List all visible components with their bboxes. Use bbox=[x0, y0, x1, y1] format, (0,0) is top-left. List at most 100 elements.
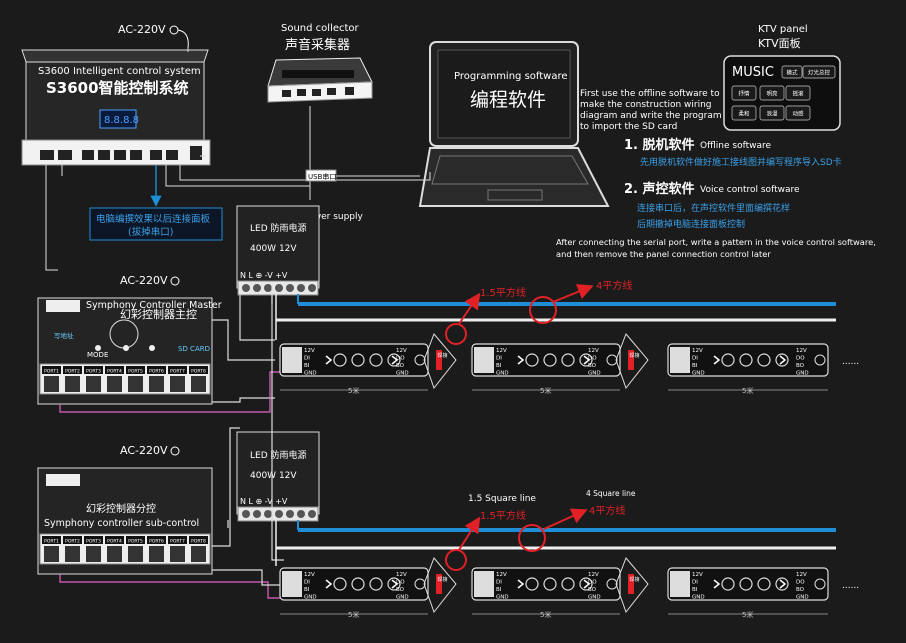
offline-intro-2: make the construction wiring bbox=[580, 100, 712, 110]
ktv-button[interactable] bbox=[785, 105, 811, 121]
strip-pin-out: BO bbox=[396, 363, 405, 369]
s3600-ports bbox=[40, 146, 202, 160]
strip-continues: ...... bbox=[842, 357, 859, 367]
signal-wires bbox=[59, 285, 284, 599]
port-label: PORT5 bbox=[128, 369, 143, 375]
strip-pin-out: 12V bbox=[588, 348, 599, 354]
s3600-ac-label: AC-220V bbox=[118, 23, 166, 36]
led-dot bbox=[387, 353, 401, 367]
ktv-title-cn: KTV面板 bbox=[758, 36, 801, 50]
psu-lower: LED 防雨电源 400W 12V N L ⊕ -V +V bbox=[236, 431, 320, 522]
ktv-button-label: 动感 bbox=[792, 110, 804, 118]
svg-text:8.8.8.8: 8.8.8.8 bbox=[104, 115, 139, 126]
ktv-button[interactable] bbox=[802, 65, 836, 79]
led-strip-row-upper: 12VDIBIGND12VDOBOGND5米焊接12VDIBIGND12VDOB… bbox=[279, 333, 859, 395]
port-connector bbox=[170, 376, 185, 392]
strip-pin-out: GND bbox=[796, 595, 809, 601]
led-strip-segment bbox=[279, 343, 429, 377]
port-tab bbox=[105, 366, 124, 374]
ktv-button-label: 柔和 bbox=[738, 110, 749, 118]
joint-marker bbox=[628, 350, 634, 370]
psu-upper-terminals: N L ⊕ -V +V bbox=[240, 271, 288, 280]
s3600-title-en: S3600 Intelligent control system bbox=[38, 66, 201, 77]
led-dot bbox=[579, 353, 593, 367]
led-dot bbox=[721, 577, 735, 591]
port-connector bbox=[128, 546, 143, 562]
strip-pin-in: DI bbox=[692, 580, 698, 586]
led-strip-segment bbox=[471, 567, 621, 601]
led-dot bbox=[351, 577, 365, 591]
ktv-button-label: 模式 bbox=[786, 69, 798, 77]
port-label: PORT6 bbox=[149, 539, 164, 545]
ktv-button[interactable] bbox=[785, 85, 811, 101]
led-strip-segment bbox=[471, 343, 621, 377]
ktv-button[interactable] bbox=[731, 85, 757, 101]
strip-length: 5米 bbox=[348, 610, 359, 619]
led-dot bbox=[579, 577, 593, 591]
strip-pin-in: 12V bbox=[496, 572, 507, 578]
strip-pin-in: GND bbox=[692, 595, 705, 601]
port-connector bbox=[86, 546, 101, 562]
upper-wire4-label: 4平方线 bbox=[596, 279, 632, 292]
port-label: PORT6 bbox=[149, 369, 164, 375]
port-connector bbox=[149, 546, 164, 562]
strip-length: 5米 bbox=[742, 610, 753, 619]
ktv-button[interactable] bbox=[781, 65, 803, 79]
ktv-music-label: MUSIC bbox=[732, 65, 774, 80]
strip-joint bbox=[423, 557, 457, 614]
strip-pin-in: BI bbox=[692, 587, 698, 593]
led-dot bbox=[775, 353, 789, 367]
offline-desc-cn: 先用脱机软件做好施工接线图并编写程序导入SD卡 bbox=[640, 156, 842, 168]
strip-pin-in: GND bbox=[304, 371, 317, 377]
psu-lower-spec: 400W 12V bbox=[250, 471, 297, 481]
led-dot bbox=[351, 353, 365, 367]
lower-wire15-cn: 1.5平方线 bbox=[480, 509, 526, 522]
ktv-button-label: 浪漫 bbox=[766, 110, 778, 118]
sub-title-cn: 幻彩控制器分控 bbox=[86, 502, 156, 515]
strip-pin-in: BI bbox=[496, 363, 502, 369]
ktv-button-label: 摇滚 bbox=[792, 90, 804, 98]
master-ac-label: AC-220V bbox=[120, 274, 168, 287]
strip-pin-out: GND bbox=[796, 371, 809, 377]
strip-pin-in: BI bbox=[496, 587, 502, 593]
ktv-button[interactable] bbox=[731, 105, 757, 121]
strip-length: 5米 bbox=[540, 610, 551, 619]
port-label: PORT7 bbox=[170, 369, 185, 375]
port-label: PORT3 bbox=[86, 369, 101, 375]
port-connector bbox=[107, 376, 122, 392]
strip-pin-in: GND bbox=[692, 371, 705, 377]
ktv-button[interactable] bbox=[759, 105, 785, 121]
strip-pin-out: 12V bbox=[588, 572, 599, 578]
joint-label: 焊接 bbox=[630, 352, 640, 359]
ktv-button-label: 明亮 bbox=[766, 90, 778, 98]
strip-pin-in: DI bbox=[496, 580, 502, 586]
plug-icon bbox=[170, 446, 180, 456]
port-label: PORT4 bbox=[107, 539, 122, 545]
sound-title-en: Sound collector bbox=[281, 23, 360, 34]
power-bus-upper bbox=[275, 294, 836, 340]
sound-collector: Sound collector 声音采集器 bbox=[267, 23, 373, 103]
strip-joint bbox=[423, 333, 457, 390]
plug-icon bbox=[170, 276, 180, 286]
offline-intro-4: to import the SD card bbox=[580, 122, 677, 132]
port-tab bbox=[42, 366, 61, 374]
led-dot bbox=[369, 577, 383, 591]
port-tab bbox=[126, 366, 145, 374]
strip-length: 5米 bbox=[742, 386, 753, 395]
master-controller: AC-220V Symphony Controller Master 幻彩控制器… bbox=[37, 274, 222, 405]
voice-desc-cn-1: 连接串口后，在声控软件里面编撰花样 bbox=[637, 202, 790, 214]
laptop: Programming software 编程软件 bbox=[418, 41, 610, 207]
strip-pin-in: 12V bbox=[692, 348, 703, 354]
joint-label: 焊接 bbox=[438, 352, 448, 359]
strip-pin-out: GND bbox=[588, 371, 601, 377]
strip-pin-in: DI bbox=[304, 580, 310, 586]
sub-ac-label: AC-220V bbox=[120, 444, 168, 457]
s3600-controller: AC-220V S3600 Intelligent control system… bbox=[21, 23, 211, 166]
port-label: PORT1 bbox=[44, 539, 59, 545]
port-connector bbox=[191, 376, 206, 392]
strip-length: 5米 bbox=[348, 386, 359, 395]
strip-pin-in: BI bbox=[304, 587, 310, 593]
ktv-button[interactable] bbox=[759, 85, 785, 101]
led-strip-row-lower: 12VDIBIGND12VDOBOGND5米焊接12VDIBIGND12VDOB… bbox=[279, 557, 859, 619]
strip-pin-out: 12V bbox=[796, 348, 807, 354]
